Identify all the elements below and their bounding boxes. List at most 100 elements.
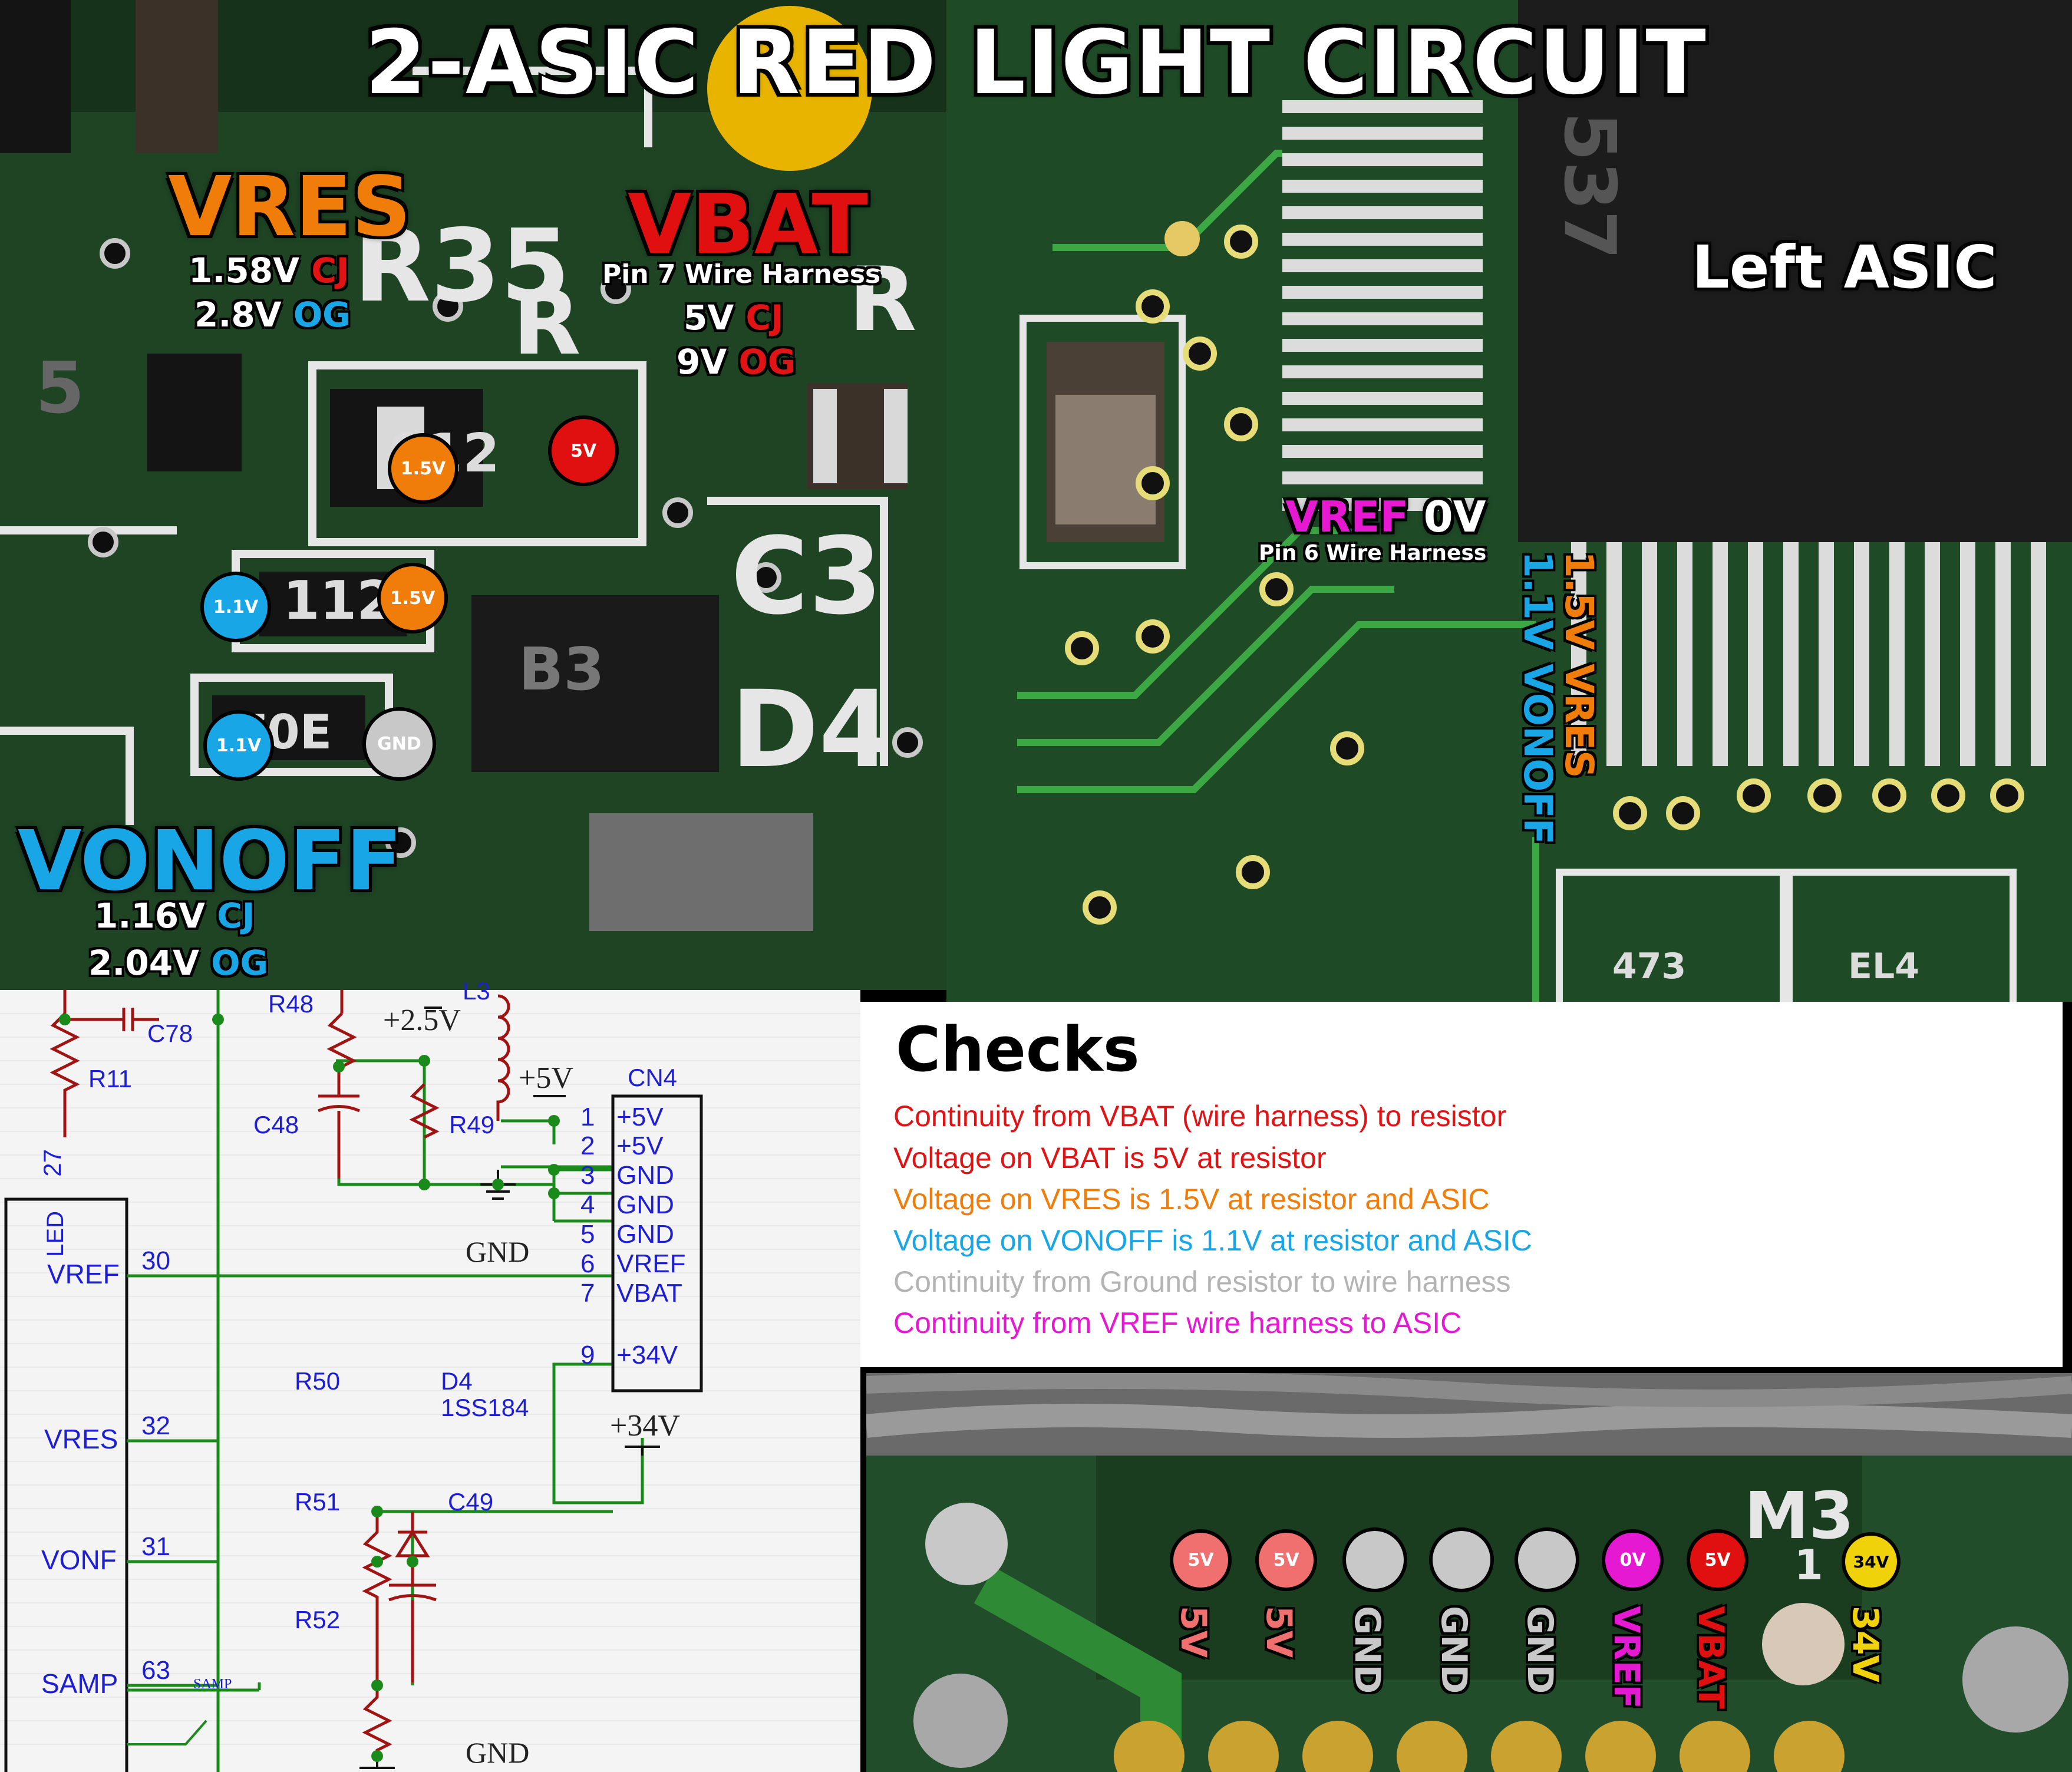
cn4-pin-num: 6 [580, 1249, 595, 1278]
vref-name: VREF [1285, 492, 1409, 542]
cn4-pin-name: GND [616, 1220, 674, 1249]
samp-switch-label: SAMP [193, 1677, 232, 1692]
harness-label-pin6: VREF [1606, 1606, 1647, 1709]
svg-text:473: 473 [1612, 946, 1686, 987]
check-item-vbat-voltage: Voltage on VBAT is 5V at resistor [893, 1141, 1327, 1174]
cn4-pin-num: 1 [580, 1103, 595, 1131]
cn4-pin-num: 7 [580, 1279, 595, 1308]
vonoff-cj-value: 1.16V CJ [94, 896, 255, 936]
vonoff-cj-voltage: 1.16V [94, 896, 205, 936]
harness-label-pin5: GND [1519, 1606, 1560, 1694]
cj-tag: CJ [311, 250, 349, 291]
cn4-pin-num: 3 [580, 1161, 595, 1190]
vres-asic-label: 1.5V VRES [1556, 551, 1602, 778]
vonoff-asic-label: 1.1V VONOFF [1515, 551, 1560, 845]
cn4-pin-1: 1 +5V [580, 1102, 664, 1132]
marker-vres-resistor-1: 1.5V [388, 433, 458, 504]
cn4-pin-name: VBAT [616, 1279, 682, 1308]
marker-vonoff-resistor-2: 1.1V [203, 710, 274, 781]
label-l3: L3 [463, 977, 490, 1005]
og-tag: OG [293, 295, 351, 335]
left-asic-heading: Left ASIC [1692, 233, 1997, 302]
cn4-pin-5: 5 GND [580, 1220, 674, 1249]
harness-dot-pin6: 0V [1602, 1529, 1664, 1591]
label-1ss184: 1SS184 [441, 1394, 529, 1421]
ic-pin-vref: VREF [47, 1259, 120, 1289]
svg-text:R: R [513, 272, 581, 375]
cn4-pin-6: 6 VREF [580, 1249, 686, 1279]
checks-heading: Checks [896, 1014, 1140, 1085]
label-gnd-bottom: GND [466, 1736, 530, 1769]
vonoff-label: VONOFF [18, 813, 402, 909]
cj-tag: CJ [217, 896, 255, 936]
label-r49: R49 [449, 1111, 495, 1139]
harness-label-pin3: GND [1347, 1606, 1388, 1694]
silk-r35: R35 [354, 208, 570, 325]
label-r11: R11 [88, 1065, 132, 1093]
svg-text:1: 1 [1794, 1541, 1823, 1589]
cn4-pin-num: 9 [580, 1341, 595, 1370]
cn4-pin-num: 2 [580, 1131, 595, 1160]
vres-label: VRES [168, 159, 411, 255]
harness-dot-pin9: 34V [1842, 1532, 1901, 1591]
cn4-pin-name: GND [616, 1190, 674, 1219]
pcb-photo-resistors: R35 R R 912 112 Z0E B3 C3 D4 5 VRES 1.58… [0, 0, 946, 990]
check-item-vbat-continuity: Continuity from VBAT (wire harness) to r… [893, 1100, 1507, 1133]
cn4-pin-name: VREF [616, 1249, 686, 1278]
cn4-pin-num: 5 [580, 1220, 595, 1249]
pcb-traces: R35 R R 912 112 Z0E B3 C3 D4 5 [0, 0, 946, 990]
label-r50: R50 [295, 1367, 341, 1395]
schematic-diagram: R48 +2.5V L3 C78 R11 C48 R49 +5V CN4 GND… [0, 977, 860, 1772]
harness-dot-pin1: 5V [1170, 1529, 1232, 1591]
vres-og-value: 2.8V OG [194, 295, 351, 335]
vbat-note: Pin 7 Wire Harness [602, 259, 881, 289]
label-r51: R51 [295, 1488, 341, 1516]
vres-og-voltage: 2.8V [194, 295, 282, 335]
pcb-photo-left-asic: 537 473 EL4 Left ASIC VREF 0V Pin 6 Wire… [946, 0, 2072, 1002]
cn4-pin-2: 2 +5V [580, 1131, 664, 1161]
marker-vres-resistor-2: 1.5V [377, 563, 448, 633]
vbat-cj-voltage: 5V [684, 298, 734, 338]
vbat-label: VBAT [628, 177, 869, 273]
label-d4: D4 [441, 1367, 473, 1395]
silk-r: R [849, 249, 917, 351]
svg-text:C3: C3 [731, 515, 882, 638]
vref-note: Pin 6 Wire Harness [1259, 541, 1487, 565]
vbat-og-voltage: 9V [677, 342, 727, 382]
cn4-pin-name: +5V [616, 1131, 664, 1160]
svg-text:112: 112 [283, 570, 394, 632]
vbat-og-value: 9V OG [677, 342, 796, 382]
pcb-photo-wire-harness: M3 1 5V 5V 0V 5V 34V 5V 5V GND GND GND V… [866, 1373, 2072, 1772]
vonoff-og-value: 2.04V OG [88, 943, 268, 983]
label-cn4: CN4 [628, 1064, 678, 1091]
vref-value: 0V [1423, 492, 1486, 542]
ic-pin-samp: SAMP [41, 1668, 118, 1699]
harness-dot-pin4 [1429, 1527, 1494, 1592]
check-item-vonoff-voltage: Voltage on VONOFF is 1.1V at resistor an… [893, 1224, 1532, 1257]
svg-text:D4: D4 [731, 668, 893, 791]
checks-panel: Checks Continuity from VBAT (wire harnes… [860, 1002, 2063, 1367]
ic-pin-vres-num: 32 [141, 1411, 170, 1440]
cn4-pin-7: 7 VBAT [580, 1279, 682, 1308]
harness-label-pin2: 5V [1258, 1606, 1299, 1658]
vbat-cj-value: 5V CJ [684, 298, 784, 338]
silk-m3: M3 [1744, 1478, 1854, 1553]
harness-dot-pin3 [1342, 1527, 1407, 1592]
cn4-pin-name: +34V [616, 1341, 678, 1370]
marker-gnd-resistor: GND [362, 707, 436, 781]
label-plus-5v: +5V [519, 1061, 573, 1095]
og-tag: OG [738, 342, 796, 382]
og-tag: OG [211, 943, 269, 983]
ic-pin-samp-num: 63 [141, 1656, 170, 1685]
harness-dot-pin7: 5V [1687, 1529, 1748, 1591]
ic-pin-led-num: 27 [38, 1149, 66, 1177]
check-item-vref-continuity: Continuity from VREF wire harness to ASI… [893, 1306, 1462, 1339]
asic-traces: 537 473 EL4 [946, 0, 2072, 1002]
cn4-pin-name: +5V [616, 1103, 664, 1131]
vres-cj-value: 1.58V CJ [189, 250, 349, 291]
ic-pin-vonf-num: 31 [141, 1532, 170, 1561]
harness-dot-pin2: 5V [1255, 1529, 1317, 1591]
ic-pin-vref-num: 30 [141, 1246, 170, 1275]
marker-vonoff-resistor-1: 1.1V [200, 572, 271, 642]
ic-pin-vonf: VONF [41, 1545, 117, 1575]
